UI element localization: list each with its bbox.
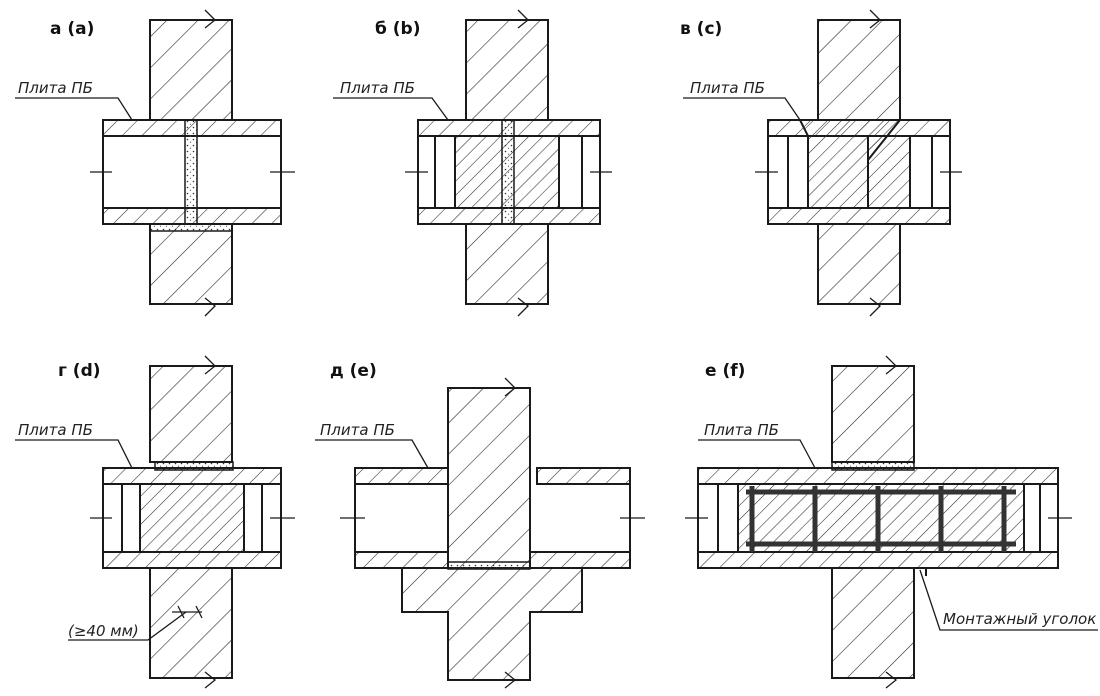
lower-wall-footing <box>401 567 583 681</box>
panel-a-label: а (a) <box>50 19 94 39</box>
slab-bottom-flange <box>767 207 951 225</box>
slab-callout: Плита ПБ <box>18 421 93 439</box>
lower-wall <box>149 223 233 305</box>
slab-leader <box>15 97 133 121</box>
left-slab-bottom <box>354 551 449 569</box>
lower-wall <box>465 223 549 305</box>
grouted-cores <box>139 483 245 553</box>
min-support-callout: (≥40 мм) <box>68 622 139 640</box>
lower-wall <box>831 567 915 679</box>
panel-b-label: б (b) <box>375 19 421 39</box>
dimension-leader <box>68 611 187 641</box>
slab-bottom-flange <box>102 551 282 569</box>
panel-f: е (f) Монтажный уголок Плита ПБ <box>685 355 1098 689</box>
slab-bottom-flange <box>697 551 1059 569</box>
slab-callout: Плита ПБ <box>340 79 415 97</box>
continuous-wall <box>447 387 531 569</box>
slab-callout: Плита ПБ <box>704 421 779 439</box>
wall-break-marks <box>885 355 898 689</box>
left-slab-top <box>354 467 449 485</box>
mortar-bed <box>149 223 233 232</box>
wall-break-marks <box>204 9 216 317</box>
upper-wall <box>149 19 233 121</box>
lower-wall <box>149 567 233 679</box>
mounting-angle-leader <box>919 569 1098 631</box>
mortar-joint <box>184 119 198 225</box>
panel-e-label: д (e) <box>330 361 377 381</box>
slab-callout: Плита ПБ <box>18 79 93 97</box>
grouted-cores <box>737 483 1025 553</box>
panel-a: а (a) Плита ПБ <box>15 9 295 317</box>
mounting-angle-callout: Монтажный уголок <box>943 610 1096 628</box>
wall-break-marks <box>517 9 529 317</box>
panel-e: д (e) Плита ПБ <box>315 361 645 689</box>
mounting-angle-shapes <box>820 567 927 576</box>
panel-c: в (c) Плита ПБ <box>680 9 962 317</box>
slab-leader <box>15 439 133 469</box>
upper-wall <box>817 19 901 121</box>
wall-break-marks <box>869 9 881 317</box>
panel-c-label: в (c) <box>680 19 722 39</box>
panel-d: г (d) (≥40 мм) Плита ПБ <box>15 355 295 689</box>
rebar-stirrups <box>749 486 1007 552</box>
lower-wall <box>817 223 901 305</box>
mortar-bed <box>154 461 234 471</box>
mortar-bed <box>831 461 915 471</box>
rebar-longitudinal <box>746 489 1016 547</box>
slab-leader <box>333 97 449 121</box>
slab-leader <box>315 439 429 469</box>
slab-leader <box>698 439 816 469</box>
upper-wall <box>831 365 915 463</box>
slab-callout: Плита ПБ <box>320 421 395 439</box>
mortar-joint <box>501 119 515 225</box>
panel-f-label: е (f) <box>705 361 745 381</box>
wall-break-marks <box>504 377 517 689</box>
mortar-bed <box>447 561 531 570</box>
slab-leader <box>683 97 801 121</box>
upper-wall <box>149 365 233 463</box>
panel-b: б (b) Плита ПБ <box>333 9 612 317</box>
right-slab-top <box>536 467 631 485</box>
right-slab-bottom <box>529 551 631 569</box>
dimension-mark <box>172 605 203 619</box>
slab-callout: Плита ПБ <box>690 79 765 97</box>
panel-d-label: г (d) <box>58 361 101 381</box>
wall-break-marks <box>204 355 217 689</box>
grouted-cores <box>867 135 911 209</box>
upper-wall <box>465 19 549 121</box>
